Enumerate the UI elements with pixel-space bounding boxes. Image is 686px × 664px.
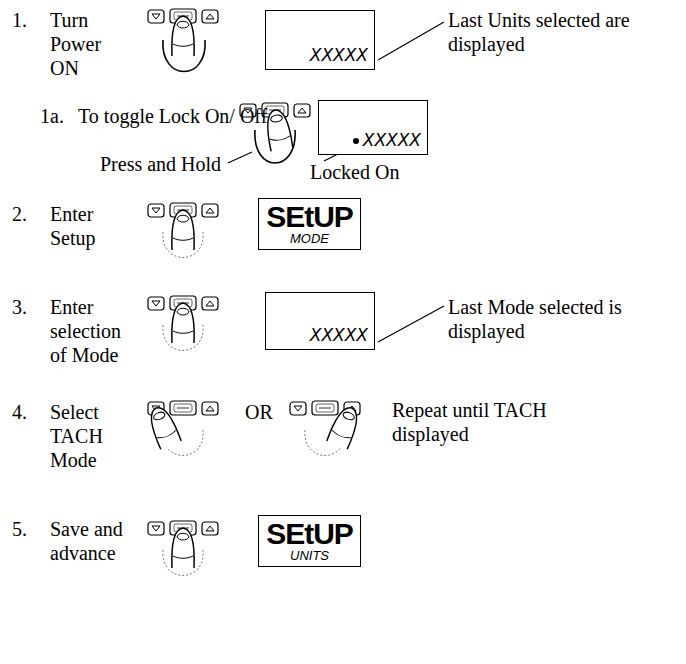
step-number: 2.	[12, 202, 52, 226]
step-text: Last Mode selected is displayed	[448, 295, 673, 343]
finger	[172, 528, 194, 568]
display-subtext: MODE	[290, 232, 329, 246]
finger	[264, 108, 293, 151]
finger	[327, 404, 363, 449]
lcd-display: XXXXX	[318, 100, 428, 155]
step-number: 3.	[12, 295, 52, 319]
leader-line	[228, 152, 252, 163]
step-text: To toggle Lock On/ Off	[78, 104, 287, 128]
lcd-display: XXXXX	[265, 292, 375, 350]
finger	[172, 303, 194, 343]
step-text: Last Units selected are displayed	[448, 8, 673, 56]
step-text: Repeat until TACH displayed	[392, 398, 572, 446]
finger	[172, 210, 194, 250]
step-number: 4.	[12, 400, 52, 424]
step-text: Save and advance	[50, 517, 135, 565]
lcd-display: SEtUPUNITS	[258, 515, 361, 567]
leader-line	[378, 306, 444, 342]
step-text: Turn Power ON	[50, 8, 120, 80]
lcd-display: SEtUPMODE	[258, 198, 361, 250]
finger	[146, 404, 182, 449]
display-subtext: UNITS	[290, 549, 329, 563]
display-text: XXXXX	[310, 325, 368, 345]
step-number: 5.	[12, 517, 52, 541]
lock-indicator	[353, 138, 359, 144]
finger	[172, 16, 194, 56]
step-text: Enter Setup	[50, 202, 120, 250]
display-text: XXXXX	[310, 45, 368, 65]
step-text: Locked On	[310, 160, 420, 184]
leader-line	[378, 22, 444, 60]
step-number: 1.	[12, 8, 52, 32]
display-text: SEtUP	[266, 202, 353, 232]
display-text: XXXXX	[363, 130, 421, 150]
display-text: SEtUP	[266, 519, 353, 549]
step-text: Select TACH Mode	[50, 400, 125, 472]
step-text: OR	[245, 400, 285, 424]
lcd-display: XXXXX	[265, 10, 375, 70]
step-text: Enter selection of Mode	[50, 295, 132, 367]
step-number: 1a.	[40, 104, 80, 128]
step-text: Press and Hold	[100, 152, 230, 176]
